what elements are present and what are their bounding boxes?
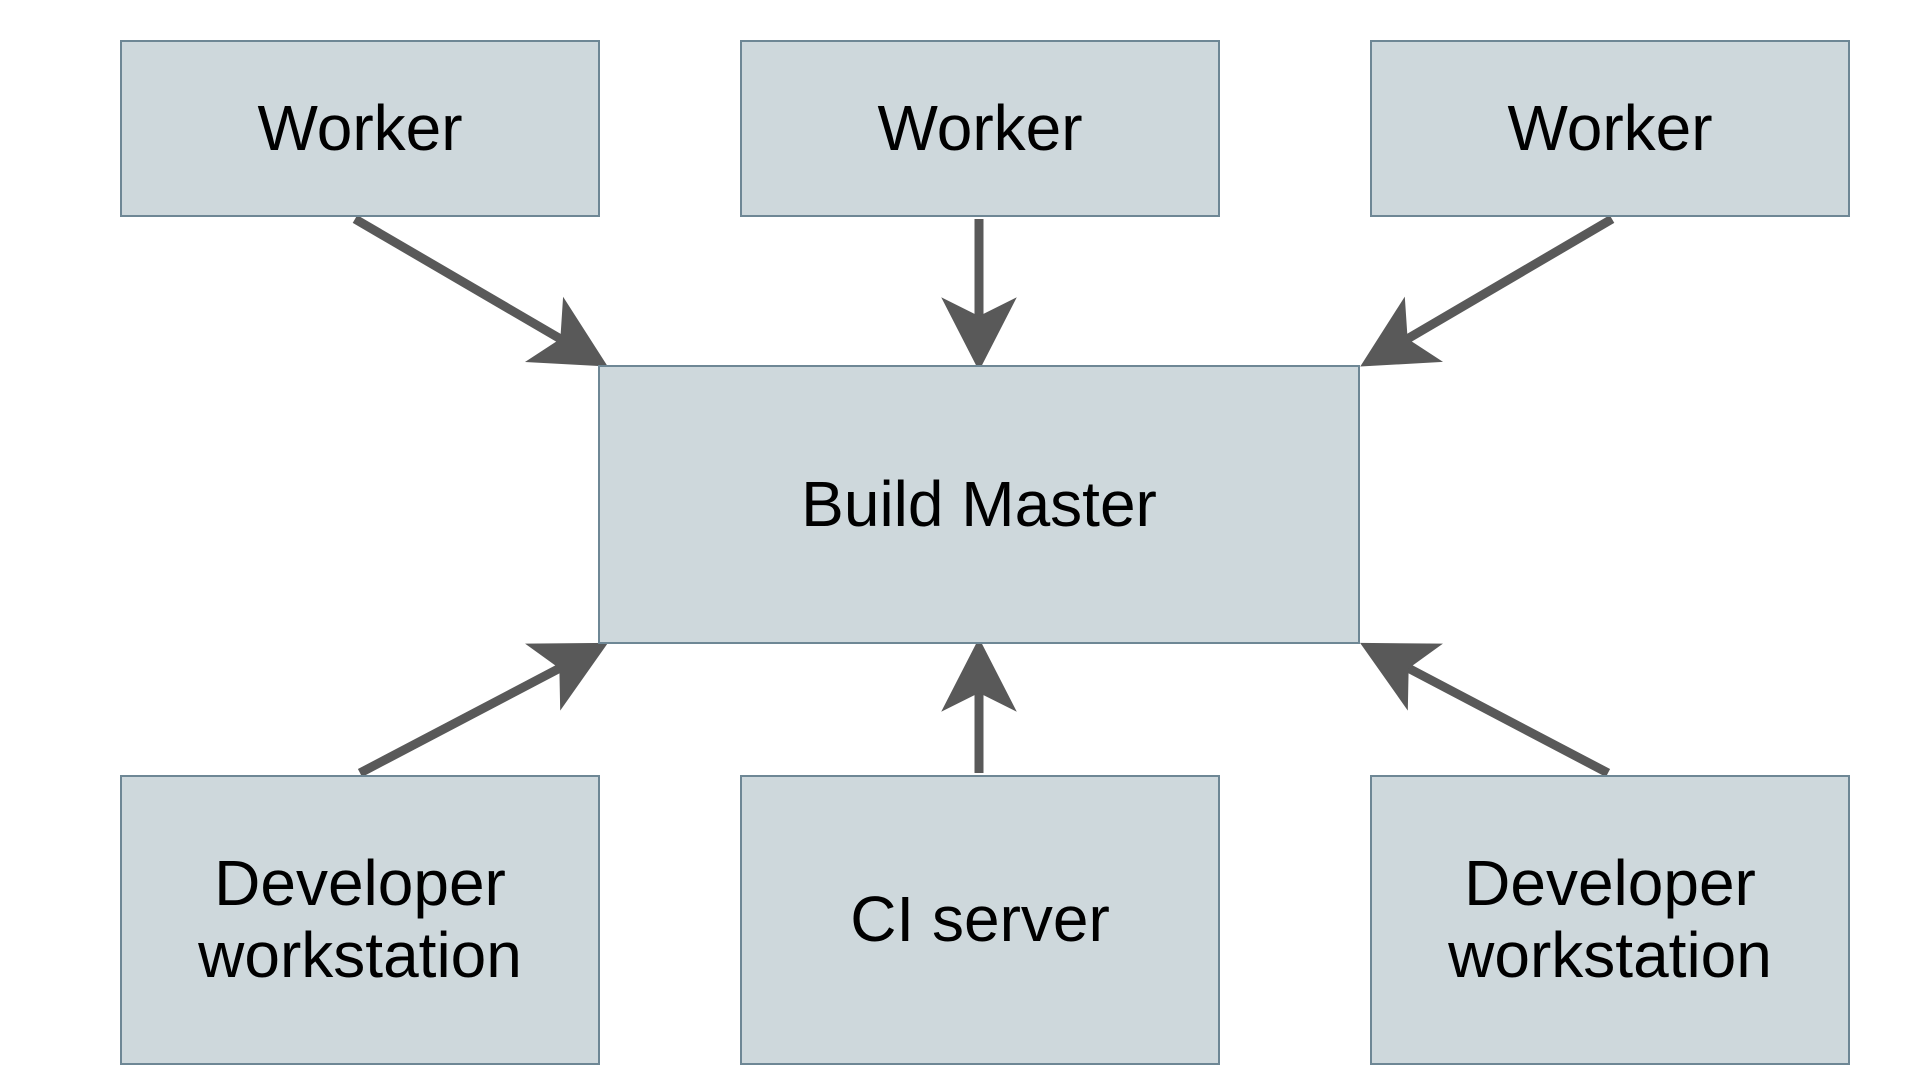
node-developer-workstation-left-label: Developer workstation: [198, 847, 522, 991]
edge-dev-ws-left-to-build-master: [357, 642, 608, 777]
node-build-master-label: Build Master: [801, 467, 1157, 540]
node-developer-workstation-left[interactable]: Developer workstation: [120, 775, 600, 1065]
node-worker-2[interactable]: Worker: [740, 40, 1220, 217]
node-build-master[interactable]: Build Master: [598, 365, 1360, 644]
edge-build-master-to-worker-3: [1360, 215, 1615, 367]
node-worker-2-label: Worker: [877, 91, 1083, 164]
node-worker-1-label: Worker: [257, 91, 463, 164]
node-ci-server[interactable]: CI server: [740, 775, 1220, 1065]
node-worker-1[interactable]: Worker: [120, 40, 600, 217]
edge-dev-ws-right-to-build-master: [1360, 642, 1611, 777]
node-worker-3[interactable]: Worker: [1370, 40, 1850, 217]
node-developer-workstation-right-label: Developer workstation: [1448, 847, 1772, 991]
node-ci-server-label: CI server: [850, 883, 1110, 956]
edge-worker-1-to-build-master: [352, 215, 608, 367]
node-worker-3-label: Worker: [1507, 91, 1713, 164]
node-developer-workstation-right[interactable]: Developer workstation: [1370, 775, 1850, 1065]
